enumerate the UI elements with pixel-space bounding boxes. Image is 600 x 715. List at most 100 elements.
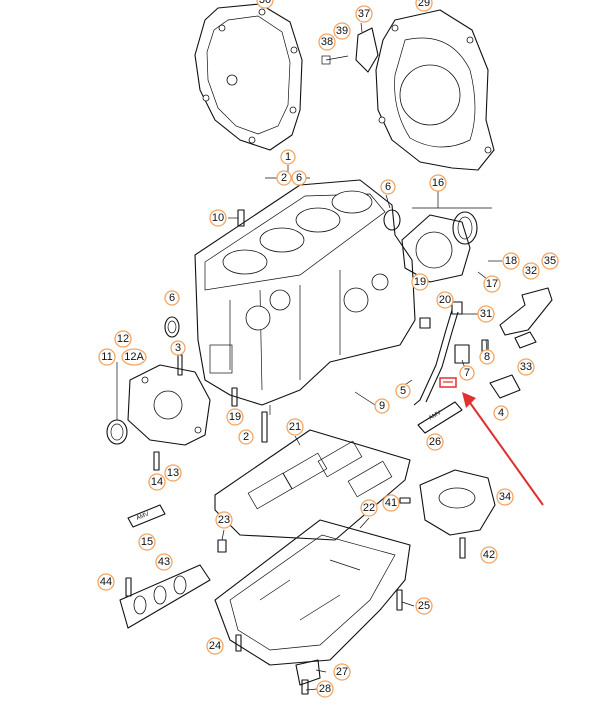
callout-5: 5 xyxy=(395,383,411,399)
callout-34: 34 xyxy=(496,488,514,506)
svg-text:6: 6 xyxy=(385,181,391,193)
bolts-lower-left xyxy=(153,387,268,471)
callout-9: 9 xyxy=(374,398,390,414)
svg-text:12A: 12A xyxy=(124,351,144,363)
oil-pump-assembly xyxy=(106,362,211,446)
callout-3: 3 xyxy=(170,340,186,356)
svg-text:25: 25 xyxy=(418,600,430,612)
svg-text:18: 18 xyxy=(505,255,517,267)
svg-text:4: 4 xyxy=(498,407,504,419)
callout-7: 7 xyxy=(459,365,475,381)
callout-10: 10 xyxy=(209,209,227,227)
callout-29: 29 xyxy=(415,0,433,12)
svg-text:14: 14 xyxy=(151,476,163,488)
amv-label-a: AMV xyxy=(428,410,442,422)
callout-33: 33 xyxy=(517,358,535,376)
svg-text:31: 31 xyxy=(480,308,492,320)
svg-text:19: 19 xyxy=(229,411,241,423)
callout-15: 15 xyxy=(138,533,156,551)
svg-text:7: 7 xyxy=(464,367,470,379)
callout-27: 27 xyxy=(333,663,351,681)
callout-18: 18 xyxy=(502,252,520,270)
callout-14: 14 xyxy=(148,473,166,491)
manifold-gasket xyxy=(119,564,211,629)
svg-text:19: 19 xyxy=(414,276,426,288)
svg-text:21: 21 xyxy=(289,421,301,433)
callout-43: 43 xyxy=(155,553,173,571)
svg-text:23: 23 xyxy=(218,514,230,526)
svg-text:1: 1 xyxy=(285,151,291,163)
callout-41: 41 xyxy=(382,494,400,512)
callout-19-right: 19 xyxy=(411,273,429,291)
callout-26: 26 xyxy=(426,433,444,451)
svg-text:28: 28 xyxy=(319,683,331,695)
callout-35: 35 xyxy=(541,252,559,270)
svg-text:17: 17 xyxy=(486,278,498,290)
callout-19-left: 19 xyxy=(226,408,244,426)
svg-text:12: 12 xyxy=(117,333,129,345)
callout-4: 4 xyxy=(493,405,509,421)
svg-text:27: 27 xyxy=(336,666,348,678)
callout-23: 23 xyxy=(215,511,233,529)
svg-text:35: 35 xyxy=(544,255,556,267)
svg-text:5: 5 xyxy=(400,385,406,397)
highlighted-part-marker xyxy=(439,377,457,388)
callout-22: 22 xyxy=(360,499,378,517)
callout-16: 16 xyxy=(429,174,447,192)
oil-pan-gasket xyxy=(214,429,411,541)
engine-mount-bracket xyxy=(399,469,496,559)
seal-ring-left xyxy=(164,316,183,376)
svg-text:39: 39 xyxy=(336,25,348,37)
callout-31: 31 xyxy=(477,305,495,323)
oil-pan xyxy=(214,519,411,666)
svg-text:26: 26 xyxy=(429,436,441,448)
svg-text:29: 29 xyxy=(418,0,430,9)
svg-text:22: 22 xyxy=(363,502,375,514)
callout-39: 39 xyxy=(333,22,351,40)
callout-6-right: 6 xyxy=(380,179,396,195)
svg-text:16: 16 xyxy=(432,177,444,189)
callout-6-top: 6 xyxy=(291,170,307,186)
callout-17: 17 xyxy=(483,275,501,293)
callout-38: 38 xyxy=(318,33,336,51)
callout-11: 11 xyxy=(98,348,116,366)
svg-text:13: 13 xyxy=(167,467,179,479)
leader-lines xyxy=(221,22,502,691)
callout-44: 44 xyxy=(97,573,115,591)
engine-block xyxy=(194,179,416,415)
sealant-tube-15: AMV xyxy=(127,504,166,528)
svg-text:37: 37 xyxy=(358,8,370,20)
cover-gasket xyxy=(194,3,303,151)
callout-6-left: 6 xyxy=(164,290,180,306)
svg-text:38: 38 xyxy=(321,36,333,48)
callout-28: 28 xyxy=(316,680,334,698)
svg-text:32: 32 xyxy=(525,265,537,277)
callout-25: 25 xyxy=(415,597,433,615)
svg-text:3: 3 xyxy=(175,342,181,354)
callout-20: 20 xyxy=(436,291,454,309)
svg-text:8: 8 xyxy=(484,351,490,363)
svg-text:15: 15 xyxy=(141,536,153,548)
svg-text:42: 42 xyxy=(483,549,495,561)
svg-text:24: 24 xyxy=(209,640,221,652)
callout-37: 37 xyxy=(355,5,373,23)
dipstick-tube xyxy=(413,301,489,406)
svg-text:30: 30 xyxy=(259,0,271,6)
svg-text:43: 43 xyxy=(158,556,170,568)
sealant-tube-26: AMV xyxy=(417,401,463,434)
svg-text:41: 41 xyxy=(385,497,397,509)
svg-text:9: 9 xyxy=(379,400,385,412)
callout-21: 21 xyxy=(286,418,304,436)
dowel-10 xyxy=(228,209,245,227)
callout-8: 8 xyxy=(479,349,495,365)
callout-12: 12 xyxy=(114,330,132,348)
svg-text:10: 10 xyxy=(212,212,224,224)
callout-32: 32 xyxy=(522,262,540,280)
sensor-bracket xyxy=(489,287,553,399)
callout-2-bottom: 2 xyxy=(238,429,254,445)
rear-cover-plate xyxy=(375,9,495,171)
svg-text:2: 2 xyxy=(281,172,287,184)
callout-2-top: 2 xyxy=(276,170,292,186)
svg-text:20: 20 xyxy=(439,294,451,306)
